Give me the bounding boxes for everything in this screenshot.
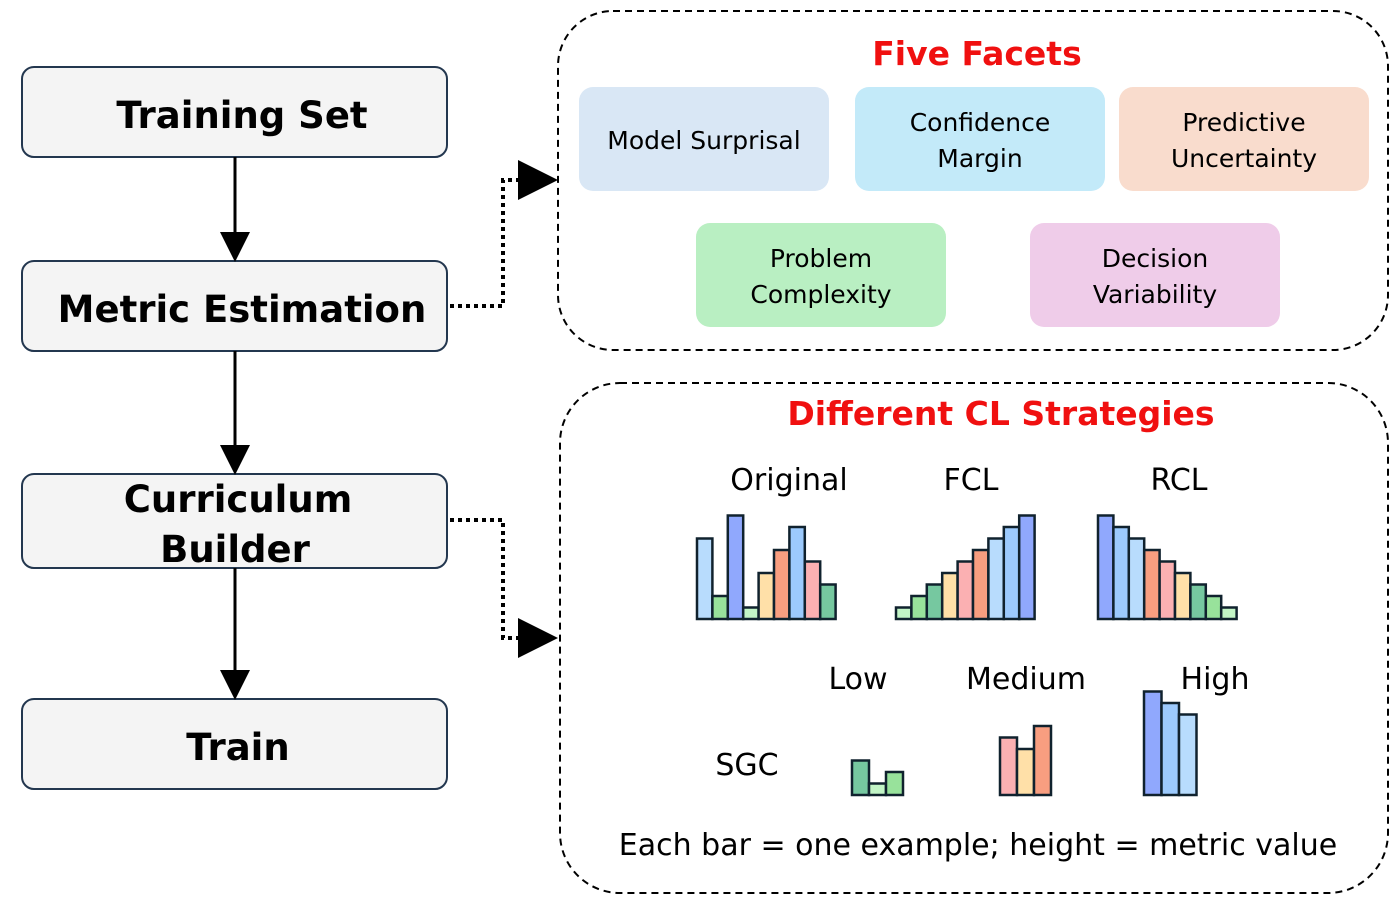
bar <box>1160 701 1181 797</box>
sgc-high-bars <box>1142 690 1198 797</box>
step-metric-estimation: Metric Estimation <box>21 260 448 352</box>
dotted-connectors <box>450 160 558 658</box>
facet-card: Model Surprisal <box>579 87 829 191</box>
bar <box>1204 594 1223 621</box>
fcl-label: FCL <box>944 463 999 498</box>
facet-label: Margin <box>937 144 1022 173</box>
bar <box>1127 537 1146 621</box>
original-label: Original <box>730 463 847 498</box>
bar <box>757 571 776 621</box>
medium-label: Medium <box>966 662 1086 697</box>
bar <box>925 583 944 621</box>
bar <box>726 514 745 621</box>
facet-label: Decision <box>1102 244 1208 273</box>
bar <box>894 606 913 621</box>
facet-label: Predictive <box>1182 108 1305 137</box>
bar <box>1096 514 1115 621</box>
step-label: Metric Estimation <box>58 288 427 331</box>
bar <box>850 759 871 797</box>
sgc-label: SGC <box>715 748 778 783</box>
bar <box>803 560 822 621</box>
bar <box>711 594 730 621</box>
strategies-title: Different CL Strategies <box>787 394 1214 433</box>
strategies-panel <box>559 382 1389 894</box>
facets-title: Five Facets <box>872 34 1081 73</box>
bar <box>1142 548 1161 621</box>
sgc-low-bars <box>850 759 905 797</box>
bar <box>956 560 975 621</box>
bar <box>1177 713 1198 797</box>
sgc-medium-bars <box>998 724 1053 797</box>
original-bars <box>695 514 837 621</box>
bar <box>867 782 888 797</box>
bar <box>884 770 905 797</box>
facet-label: Problem <box>770 244 872 273</box>
bar <box>1112 525 1131 621</box>
bar <box>1017 514 1036 621</box>
facets-panel <box>557 10 1389 351</box>
bar <box>1189 583 1208 621</box>
fcl-bars <box>894 514 1036 621</box>
facet-label: Variability <box>1093 280 1218 309</box>
facet-label: Confidence <box>910 108 1051 137</box>
bar <box>971 548 990 621</box>
step-label: Builder <box>160 528 310 571</box>
step-label: Curriculum <box>124 478 353 521</box>
step-train: Train <box>21 698 448 790</box>
bar <box>1015 747 1036 797</box>
step-label: Training Set <box>116 94 367 137</box>
bar <box>940 571 959 621</box>
bar <box>772 548 791 621</box>
bar <box>1142 690 1163 797</box>
low-label: Low <box>828 662 887 697</box>
bar <box>1002 525 1021 621</box>
bar <box>998 736 1019 797</box>
bar <box>910 594 929 621</box>
rcl-label: RCL <box>1150 463 1207 498</box>
facet-label: Uncertainty <box>1171 144 1317 173</box>
bar <box>1173 571 1192 621</box>
bar <box>1158 560 1177 621</box>
bar <box>788 525 807 621</box>
facet-label: Model Surprisal <box>607 126 800 155</box>
bar <box>818 583 837 621</box>
step-curriculum-builder: Curriculum Builder <box>21 473 448 571</box>
high-label: High <box>1181 662 1250 697</box>
bar <box>695 537 714 621</box>
bar <box>741 606 760 621</box>
bar <box>1219 606 1238 621</box>
bar <box>1032 724 1053 797</box>
step-label: Train <box>186 726 289 769</box>
bar <box>987 537 1006 621</box>
caption: Each bar = one example; height = metric … <box>619 828 1337 863</box>
rcl-bars <box>1096 514 1238 621</box>
step-training-set: Training Set <box>21 66 448 158</box>
facet-label: Complexity <box>750 280 891 309</box>
